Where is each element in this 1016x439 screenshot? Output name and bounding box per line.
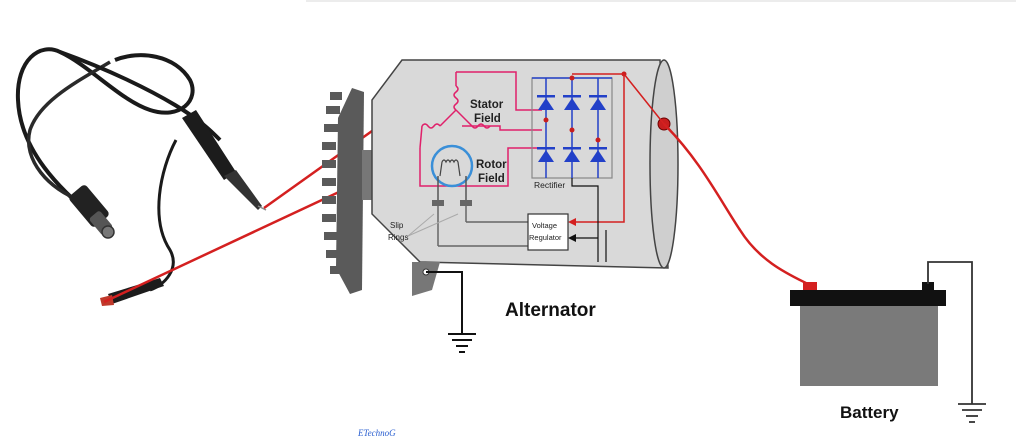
stator-field-label: Stator — [470, 99, 504, 111]
diode-icon — [537, 95, 607, 162]
rotor-field-label: Rotor — [476, 159, 507, 171]
battery-positive-terminal — [803, 282, 817, 292]
battery-negative-terminal — [922, 282, 934, 292]
oscilloscope-probe — [15, 47, 267, 306]
watermark: ETechnoG — [357, 428, 396, 438]
battery-body — [800, 306, 938, 386]
probe-body — [182, 110, 236, 180]
output-wiring — [572, 73, 665, 223]
stator-coil-icon — [419, 85, 491, 149]
rectifier-node-dots — [543, 71, 627, 143]
battery-label: Battery — [840, 403, 899, 422]
slip-rings-label: Slip — [390, 221, 404, 230]
battery-top — [790, 290, 946, 306]
regulator-wiring — [571, 178, 607, 262]
alternator-ground-icon — [426, 271, 476, 353]
alternator-end-cap — [649, 59, 679, 269]
alternator-label: Alternator — [505, 300, 596, 321]
voltage-regulator-label: Voltage — [532, 221, 557, 230]
voltage-regulator-label-2: Regulator — [529, 233, 562, 242]
rotor-field-ring — [430, 144, 474, 188]
ground-lead — [149, 139, 178, 292]
probe-cable — [15, 47, 195, 220]
mounting-foot — [412, 262, 440, 296]
pulley-gear — [322, 88, 376, 294]
alligator-clip — [108, 278, 164, 304]
alternator — [322, 59, 679, 296]
slip-rings-label-2: Rings — [388, 233, 408, 242]
rotor-field-label-2: Field — [478, 173, 505, 185]
battery-cable — [663, 123, 809, 286]
stator-field-label-2: Field — [474, 113, 501, 125]
rectifier-label: Rectifier — [534, 180, 565, 190]
rotor-coil-icon — [439, 159, 461, 177]
battery-ground-icon — [927, 261, 986, 423]
stator-wiring — [419, 71, 542, 187]
slip-rings — [407, 176, 528, 247]
battery — [790, 282, 946, 386]
voltage-regulator — [527, 213, 569, 251]
